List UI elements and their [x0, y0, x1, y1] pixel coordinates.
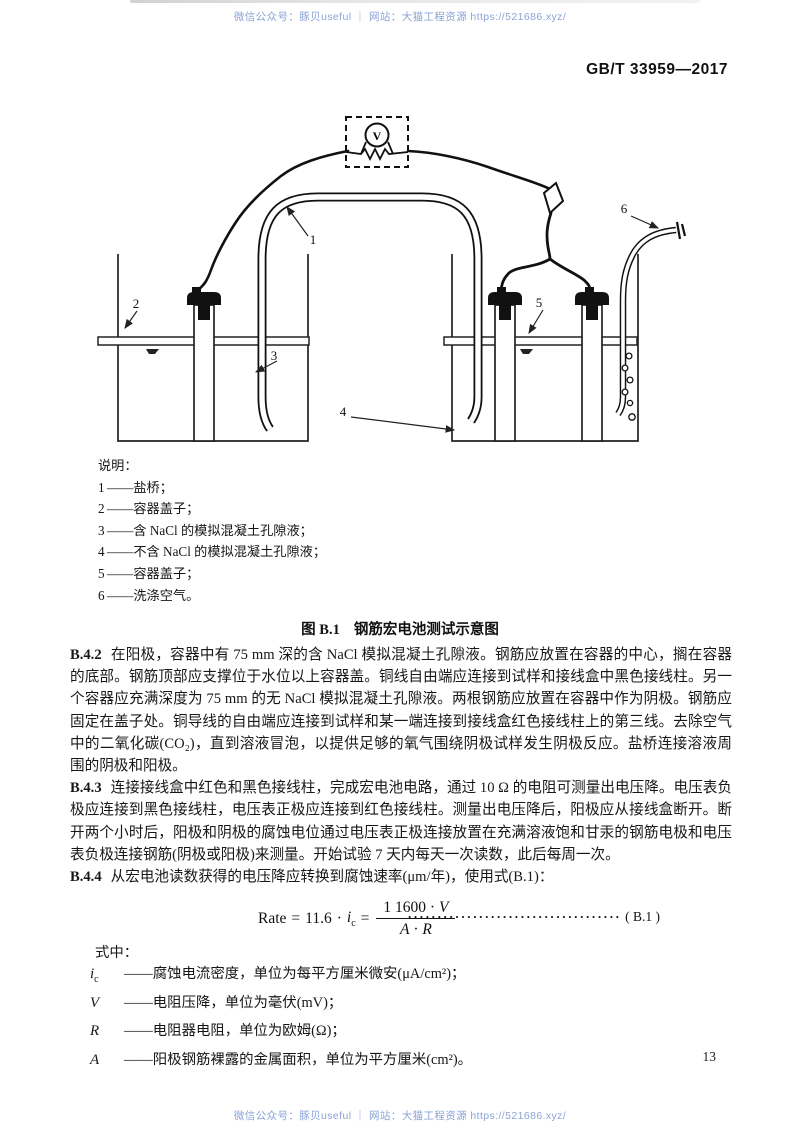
clause-number: B.4.4	[70, 869, 102, 886]
legend-item: 6——洗涤空气。	[98, 587, 200, 603]
formula-expression: Rate = 11.6 · ic = 1 1600 · V A · R	[258, 898, 456, 940]
cathode-rebar-1	[494, 304, 516, 442]
equation-number: ( B.1 )	[625, 909, 660, 924]
figure-caption-label: 图 B.1	[301, 622, 340, 638]
cathode-wire-stem	[545, 211, 553, 261]
where-item: A ——阳极钢筋裸露的金属面积，单位为平方厘米(cm²)。	[90, 1051, 473, 1068]
leader-3	[254, 360, 278, 373]
denominator: A · R	[399, 921, 432, 939]
clause-number: B.4.3	[70, 780, 102, 797]
callout-6: 6	[621, 201, 628, 216]
cathode-cap-1	[488, 287, 522, 320]
bottom-watermark: 微信公众号：豚贝useful ｜ 网站：大猫工程资源 https://52168…	[233, 1110, 567, 1122]
resistor-symbol	[345, 146, 409, 162]
where-item: ic ——腐蚀电流密度，单位为每平方厘米微安(μA/cm²)；	[90, 966, 466, 985]
top-watermark: 微信公众号：豚贝useful ｜ 网站：大猫工程资源 https://52168…	[233, 11, 567, 23]
where-item: V ——电阻压降，单位为毫伏(mV)；	[90, 994, 343, 1011]
leader-5	[528, 309, 544, 335]
corrosion-current-symbol: ic	[346, 908, 356, 929]
legend-item: 4——不含 NaCl 的模拟混凝土孔隙液；	[98, 544, 327, 560]
callout-1: 1	[310, 232, 317, 247]
anode-wire	[197, 149, 350, 291]
cathode-wire-top	[406, 149, 552, 191]
where-item: R ——电阻器电阻，单位为欧姆(Ω)；	[90, 1023, 346, 1040]
cathode-cap-2	[575, 287, 609, 320]
air-tube	[615, 221, 687, 416]
cathode-wire-branch-left	[499, 257, 552, 292]
legend-item: 1——盐桥；	[98, 479, 173, 495]
leader-1	[286, 206, 309, 237]
right-container-lid	[443, 336, 638, 346]
callout-4: 4	[340, 404, 347, 419]
formula-reference: ···································· ( B…	[407, 909, 660, 925]
figure-caption-title: 钢筋宏电池测试示意图	[353, 622, 499, 638]
clause-number: B.4.2	[70, 647, 102, 663]
callout-2: 2	[133, 296, 140, 311]
formula-b1: Rate = 11.6 · ic = 1 1600 · V A · R ····…	[70, 896, 730, 948]
scan-artifact-smudge	[130, 0, 700, 3]
legend-title: 说明：	[98, 458, 138, 473]
where-list: ic ——腐蚀电流密度，单位为每平方厘米微安(μA/cm²)； V ——电阻压降…	[90, 962, 730, 1076]
leader-6	[630, 215, 660, 229]
right-container	[451, 254, 639, 442]
macrocell-test-diagram: V 1 2 3 4 5 6	[97, 116, 687, 442]
legend-item: 3——含 NaCl 的模拟混凝土孔隙液；	[98, 522, 313, 538]
voltmeter-icon: V	[345, 116, 409, 168]
where-title: 式中：	[95, 945, 139, 961]
numerator: 1 1600 · V	[376, 898, 456, 920]
fraction: 1 1600 · V A · R	[376, 898, 456, 940]
cathode-rebar-2	[581, 304, 603, 442]
anode-rebar	[193, 304, 215, 442]
callout-5: 5	[536, 295, 543, 310]
leader-dots: ····································	[407, 909, 622, 924]
cathode-wire-branch-right	[548, 257, 592, 292]
left-lid-screw	[146, 349, 159, 354]
wire-connector	[542, 181, 565, 215]
legend-item: 5——容器盖子；	[98, 565, 200, 581]
right-lid-screw	[520, 349, 533, 354]
callout-3: 3	[271, 348, 278, 363]
standard-code: GB/T 33959—2017	[586, 61, 728, 78]
legend: 说明： 1——盐桥； 2——容器盖子； 3——含 NaCl 的模拟混凝土孔隙液；…	[98, 455, 326, 606]
page-number: 13	[702, 1049, 717, 1064]
air-bubbles	[621, 352, 636, 421]
voltmeter-label: V	[373, 129, 382, 143]
figure-caption: 图 B.1 钢筋宏电池测试示意图	[0, 618, 800, 639]
legend-item: 2——容器盖子；	[98, 501, 200, 517]
salt-bridge	[257, 192, 483, 432]
anode-cap	[187, 287, 221, 320]
leader-4	[350, 416, 456, 433]
leader-2	[124, 310, 138, 329]
